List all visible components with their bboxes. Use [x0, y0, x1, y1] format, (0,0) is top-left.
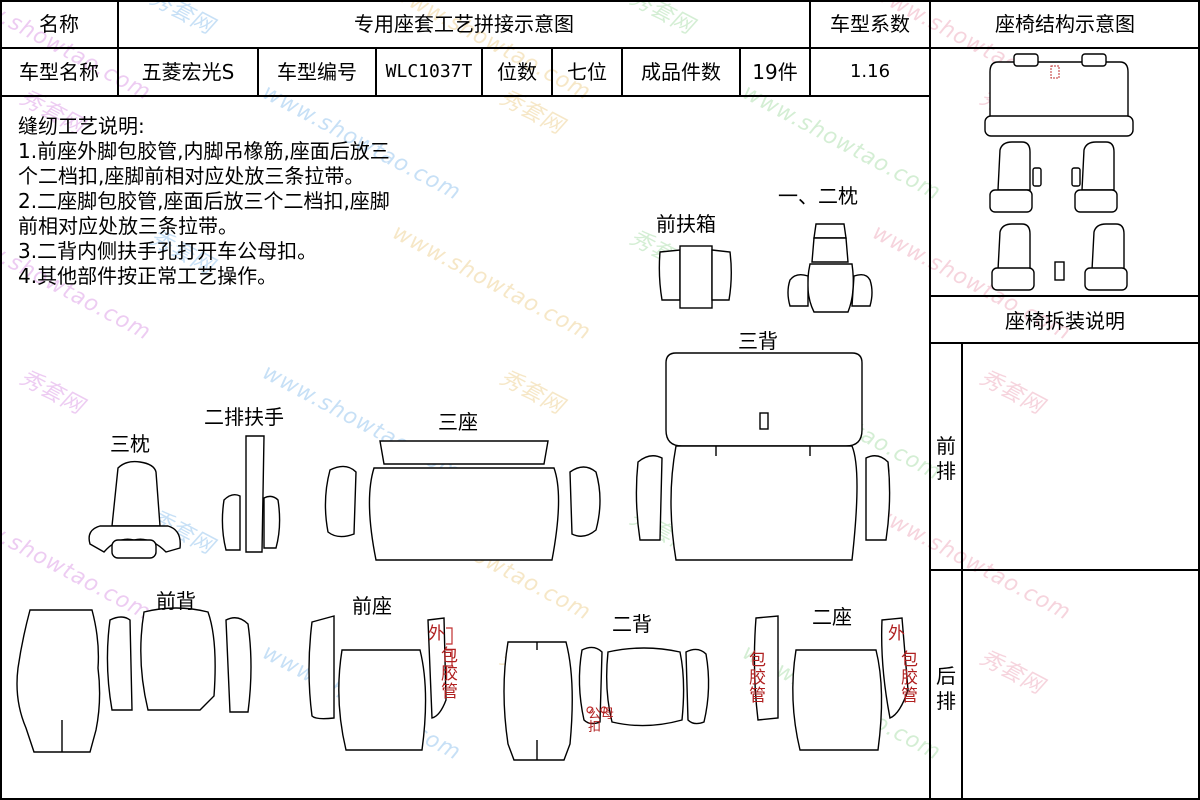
seats-value: 七位: [567, 60, 607, 84]
model-name-label: 车型名称: [19, 60, 99, 84]
front-armbox-pieces: [658, 245, 732, 309]
note-line: 个二档扣,座脚前相对应处放三条拉带。: [18, 164, 365, 188]
note-line: 1.前座外脚包胶管,内脚吊橡筋,座面后放三: [18, 139, 390, 163]
headrest12-pieces: [787, 223, 873, 313]
model-code: WLC1037T: [385, 61, 473, 82]
annotation-back2-snap: 公母扣: [588, 707, 615, 735]
label-front-armbox: 前扶箱: [656, 212, 716, 236]
back2-pieces: [503, 641, 710, 761]
annotation-seat2-tube-left: 包胶管: [749, 650, 766, 706]
annotation-front-seat-tube: 包胶管: [441, 646, 458, 702]
notes-heading: 缝纫工艺说明:: [18, 114, 145, 138]
front-row-label: 前排: [936, 434, 956, 483]
seat-structure-illustration: [984, 53, 1134, 291]
seat3-pieces: [324, 440, 601, 561]
model-name: 五菱宏光S: [141, 60, 235, 84]
note-line: 2.二座脚包胶管,座面后放三个二档扣,座脚: [18, 189, 390, 213]
annotation-seat2-tube-right: 包胶管: [901, 650, 918, 706]
note-line: 3.二背内侧扶手孔打开车公母扣。: [18, 239, 318, 263]
model-code-label: 车型编号: [277, 60, 357, 84]
back3-pieces: [635, 352, 891, 561]
pieces-value: 19件: [752, 60, 798, 84]
label-armrest2: 二排扶手: [204, 405, 284, 429]
armrest2-pieces: [221, 435, 281, 553]
structure-title: 座椅结构示意图: [995, 12, 1135, 36]
front-back-pieces: [16, 607, 252, 753]
install-title: 座椅拆装说明: [1005, 309, 1125, 333]
label-headrest3: 三枕: [110, 432, 150, 456]
label-headrest12: 一、二枕: [778, 184, 858, 208]
label-front-seat: 前座: [352, 594, 392, 618]
headrest3-pieces: [88, 460, 181, 559]
label-seat3: 三座: [438, 410, 478, 434]
annotation-seat2-outer: 外: [888, 624, 905, 644]
coef-value: 1.16: [849, 61, 891, 82]
note-line: 4.其他部件按正常工艺操作。: [18, 264, 278, 288]
coef-label: 车型系数: [830, 12, 910, 36]
label-back2: 二背: [612, 612, 652, 636]
label-front-back: 前背: [156, 589, 196, 613]
front-seat-pieces: [308, 615, 453, 751]
note-line: 前相对应处放三条拉带。: [18, 214, 238, 238]
seats-label: 位数: [497, 60, 537, 84]
annotation-front-seat-outer: 外: [428, 624, 445, 644]
label-back3: 三背: [738, 329, 778, 353]
pieces-label: 成品件数: [641, 60, 721, 84]
rear-row-label: 后排: [936, 664, 956, 713]
seat2-pieces: [753, 615, 909, 751]
name-label: 名称: [39, 12, 79, 36]
page-title: 专用座套工艺拼接示意图: [354, 12, 574, 36]
label-seat2: 二座: [812, 605, 852, 629]
